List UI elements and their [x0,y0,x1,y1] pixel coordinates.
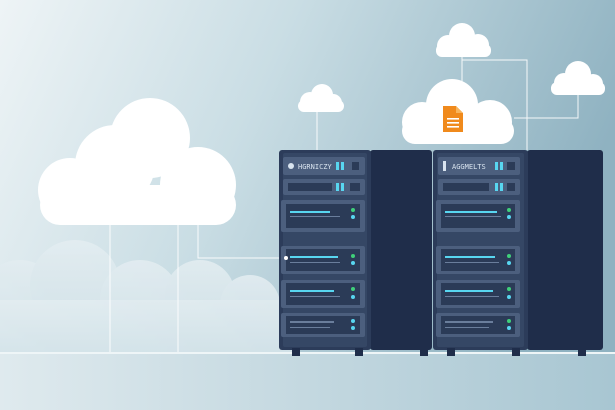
ground [0,352,615,410]
connection-lines [109,55,579,352]
document-icon [443,106,463,132]
server-rack-icon: HGRNICZY [279,150,432,356]
cloud-icon [38,98,236,225]
cloud-icon [298,84,344,112]
server-label: HGRNICZY [298,163,333,171]
server-rack-icon: AGGMELTS [433,150,603,356]
cloud-icon [551,61,605,95]
server-label: AGGMELTS [452,163,486,171]
ground-line [0,352,615,354]
cloud-icon [436,23,491,57]
horizon-clouds [0,240,300,360]
